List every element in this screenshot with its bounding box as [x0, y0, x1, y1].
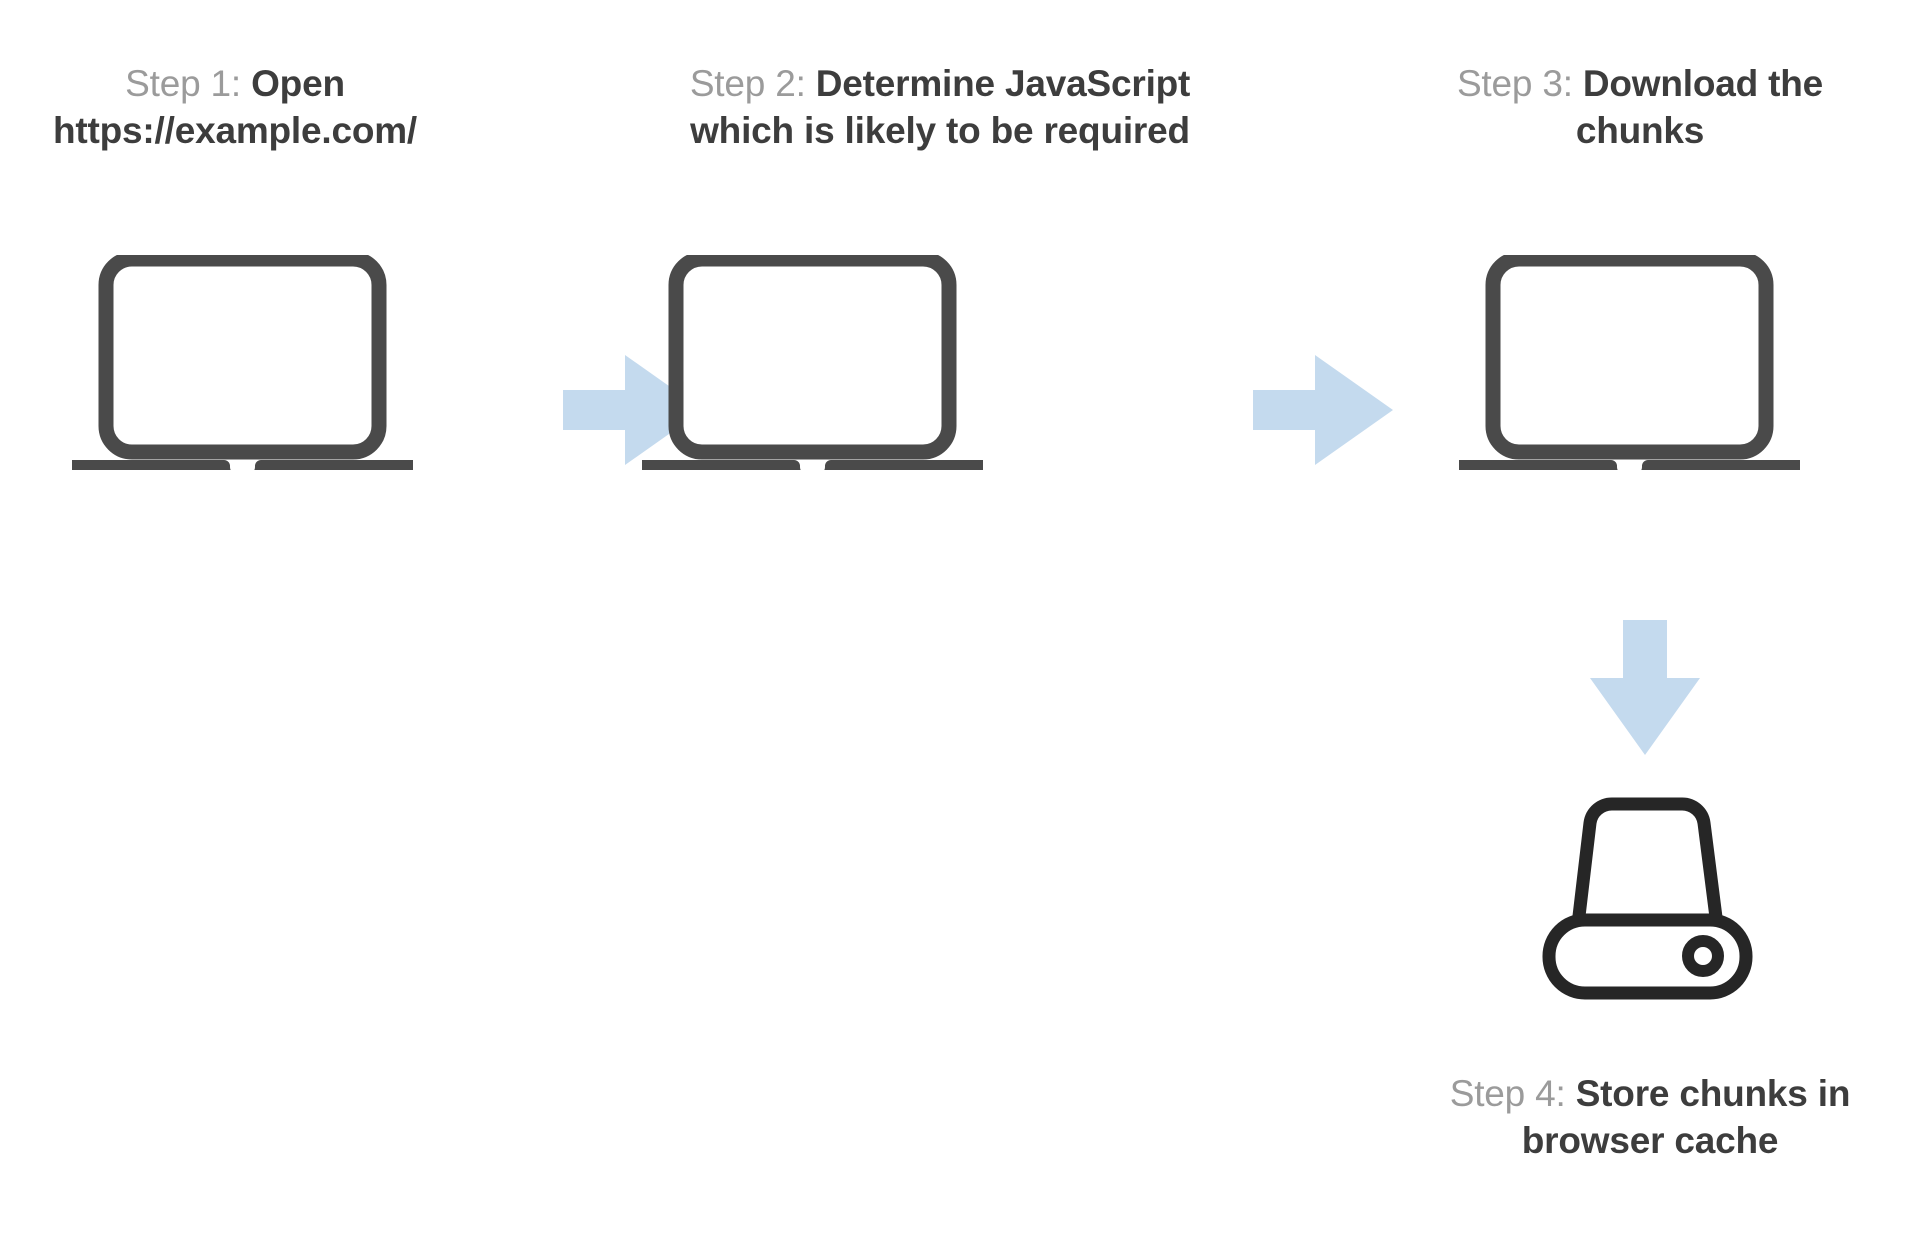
- laptop-icon: [1457, 255, 1802, 470]
- step-2-caption: Step 2: Determine JavaScript which is li…: [640, 60, 1240, 155]
- step-3-text: Download the chunks: [1575, 63, 1824, 152]
- step-2-prefix: Step 2:: [689, 63, 806, 104]
- step-1-text: Open https://example.com/: [52, 63, 418, 152]
- step-4-prefix: Step 4:: [1449, 1073, 1566, 1114]
- laptop-icon: [640, 255, 985, 470]
- step-3-prefix: Step 3:: [1456, 63, 1573, 104]
- hard-drive-icon: [1540, 790, 1755, 1005]
- step-3-caption: Step 3: Download the chunks: [1395, 60, 1885, 155]
- arrow-right-icon: [563, 355, 703, 465]
- arrow-down-icon: [1590, 620, 1700, 755]
- laptop-icon: [70, 255, 415, 470]
- arrow-right-icon: [1253, 355, 1393, 465]
- step-4-text: Store chunks in browser cache: [1521, 1073, 1851, 1162]
- step-1-prefix: Step 1:: [125, 63, 241, 104]
- step-4-caption: Step 4: Store chunks in browser cache: [1410, 1070, 1890, 1165]
- step-1-caption: Step 1: Open https://example.com/: [20, 60, 450, 155]
- step-2-text: Determine JavaScript which is likely to …: [690, 63, 1191, 152]
